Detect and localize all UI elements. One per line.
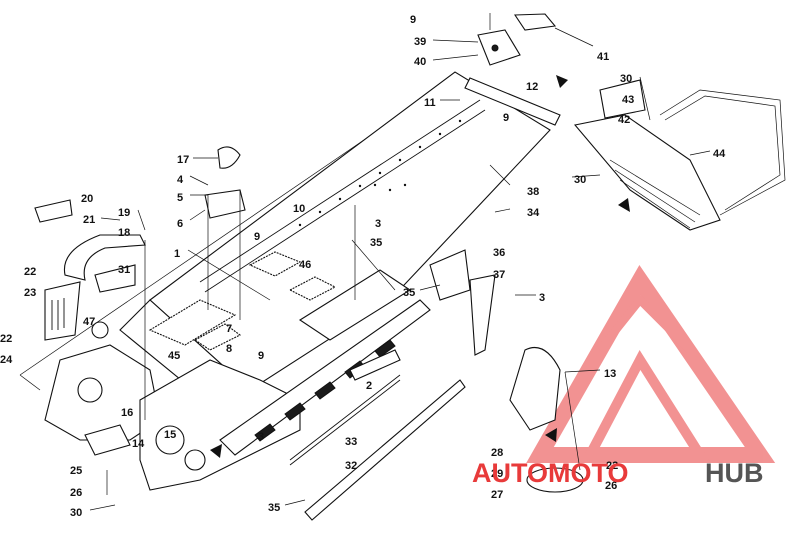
- cover-23: [44, 281, 81, 341]
- callout-c29: 29: [491, 468, 503, 480]
- callout-c3b: 3: [539, 292, 545, 304]
- callout-c3a: 3: [375, 218, 381, 230]
- watermark-brand-2: HUB: [705, 458, 764, 488]
- callout-c28: 28: [491, 447, 503, 459]
- bar-2: [349, 349, 401, 381]
- callout-c35a: 35: [370, 237, 382, 249]
- callout-c16: 16: [121, 407, 133, 419]
- step-25: [84, 424, 131, 456]
- callout-c22b: 22: [0, 333, 12, 345]
- callout-c3c: 3: [258, 431, 264, 443]
- callout-c42: 42: [618, 114, 630, 126]
- callout-c35c: 35: [268, 502, 280, 514]
- callout-c4: 4: [177, 174, 184, 186]
- callout-c40: 40: [414, 56, 426, 68]
- callout-c30c: 30: [70, 507, 82, 519]
- callout-c9b: 9: [503, 112, 509, 124]
- callout-c10: 10: [293, 203, 305, 215]
- callout-c24: 24: [0, 354, 13, 366]
- callout-c43: 43: [622, 94, 634, 106]
- callout-c47: 47: [83, 316, 95, 328]
- callout-c30b: 30: [574, 174, 586, 186]
- callout-c30a: 30: [620, 73, 632, 85]
- callout-c17: 17: [177, 154, 189, 166]
- rivet-row: [298, 119, 462, 227]
- callout-c41: 41: [597, 51, 609, 63]
- callout-c13: 13: [604, 368, 616, 380]
- watermark-logo: [526, 264, 776, 463]
- footrest-37: [469, 274, 496, 356]
- handle-41: [513, 13, 557, 31]
- callout-c26b: 26: [70, 487, 82, 499]
- callout-c9c: 9: [254, 231, 260, 243]
- callout-c44: 44: [713, 148, 726, 160]
- callout-c27: 27: [491, 489, 503, 501]
- callout-c36: 36: [493, 247, 505, 259]
- callout-c14: 14: [132, 438, 145, 450]
- callout-c32: 32: [345, 460, 357, 472]
- callout-c31: 31: [118, 264, 130, 276]
- label-43: [599, 79, 646, 119]
- callout-c1: 1: [174, 248, 180, 260]
- callout-c18: 18: [118, 227, 130, 239]
- callout-c9a: 9: [410, 14, 416, 26]
- cap-17: [217, 146, 241, 169]
- vent-slots: [51, 298, 65, 330]
- callout-c9d: 9: [258, 350, 264, 362]
- callout-c26a: 26: [605, 480, 617, 492]
- decal-31: [94, 264, 136, 293]
- callout-c12: 12: [526, 81, 538, 93]
- callout-c19: 19: [118, 207, 130, 219]
- chassis-assembly: [19, 71, 551, 521]
- callout-c2: 2: [366, 380, 372, 392]
- callout-c45: 45: [168, 350, 180, 362]
- callout-c11: 11: [424, 97, 436, 109]
- rear-bumper-frame: [659, 89, 786, 216]
- rear-bar-12: [464, 77, 561, 126]
- watermark-brand-1: AUTOMOTO: [472, 458, 629, 488]
- watermark-text: AUTOMOTO HUB: [472, 458, 764, 488]
- callout-c39: 39: [414, 36, 426, 48]
- leader-lines: [89, 13, 711, 511]
- callout-c7: 7: [226, 323, 232, 335]
- bracket-20: [34, 199, 73, 223]
- grommet-47: [91, 321, 109, 339]
- callout-c21: 21: [83, 214, 95, 226]
- callout-c37: 37: [493, 269, 505, 281]
- callout-c22a: 22: [24, 266, 36, 278]
- footrest-13: [509, 346, 561, 431]
- callout-c25: 25: [70, 465, 82, 477]
- callout-c38: 38: [527, 186, 539, 198]
- callout-c23: 23: [24, 287, 36, 299]
- callout-c20: 20: [81, 193, 93, 205]
- callout-c8: 8: [226, 343, 232, 355]
- snowflap-44: [573, 114, 721, 231]
- callout-c22c: 22: [606, 460, 618, 472]
- rear-bracket-39: [477, 29, 521, 66]
- callout-c6: 6: [177, 218, 183, 230]
- direction-arrows: [210, 75, 630, 458]
- plate-27: [526, 467, 584, 493]
- callout-c5: 5: [177, 192, 183, 204]
- callout-c15: 15: [164, 429, 176, 441]
- callout-c33: 33: [345, 436, 357, 448]
- bracket-36: [429, 249, 471, 301]
- bracket-6: [204, 189, 246, 219]
- callout-c35b: 35: [403, 287, 415, 299]
- callout-c34: 34: [527, 207, 540, 219]
- callout-c46: 46: [299, 259, 311, 271]
